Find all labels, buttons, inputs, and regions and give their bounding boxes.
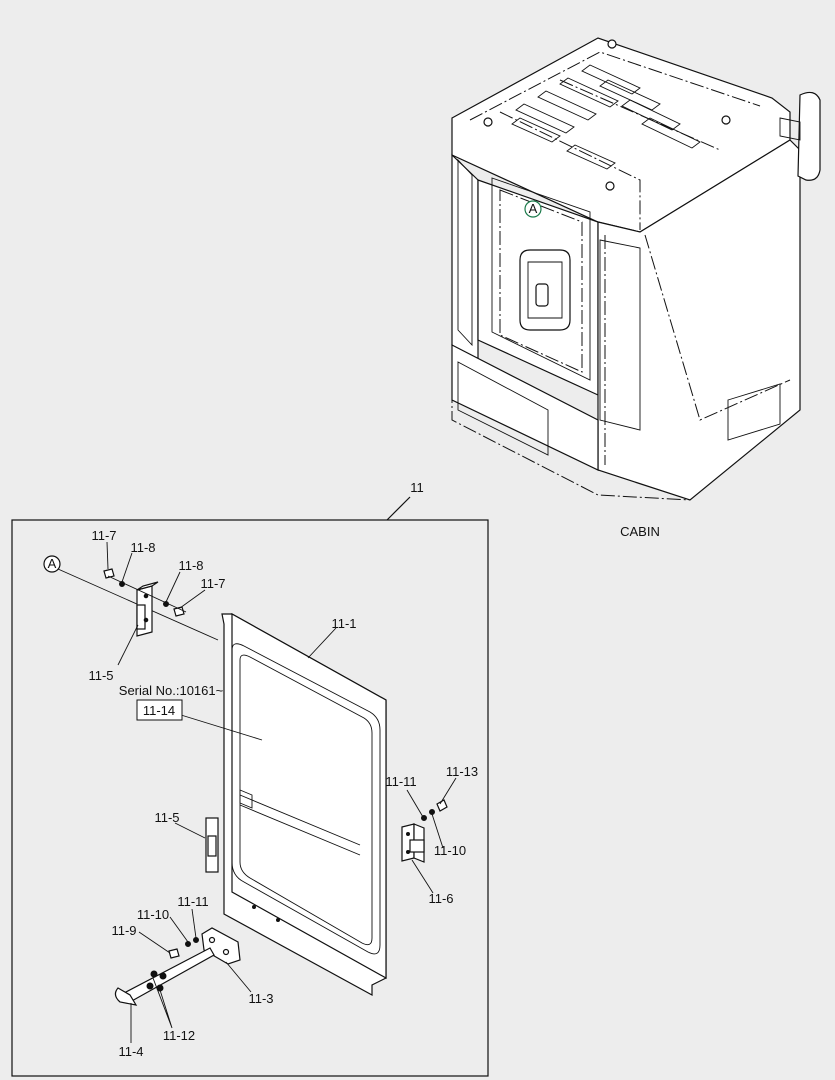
- view-marker-letter-detail: A: [48, 556, 57, 571]
- callout-11-14-box: [136, 699, 183, 721]
- callout-11-10-left: 11-10: [137, 907, 169, 922]
- callout-11-3: 11-3: [248, 991, 273, 1006]
- door-latch: [401, 823, 425, 863]
- door-panel: [221, 612, 387, 997]
- stay-bolts: [168, 937, 199, 959]
- callout-11-8-top: 11-8: [130, 540, 155, 555]
- callout-11-7-top: 11-7: [91, 528, 116, 543]
- roof-bolts: [483, 39, 731, 191]
- grab-handle: [519, 249, 571, 331]
- callout-11-11-left: 11-11: [177, 894, 208, 909]
- callout-11-12: 11-12: [163, 1028, 195, 1043]
- assembly-number: 11: [410, 480, 424, 495]
- cabin-illustration: A: [451, 37, 821, 501]
- view-marker-cabin: A: [524, 200, 542, 218]
- door-stay-bracket: [201, 927, 241, 965]
- assembly-leader: [386, 496, 411, 521]
- callout-11-11-right: 11-11: [385, 774, 416, 789]
- callout-11-1: 11-1: [331, 616, 356, 631]
- callout-11-9: 11-9: [111, 923, 136, 938]
- lower-hinge: [205, 817, 219, 873]
- callout-11-6: 11-6: [428, 891, 453, 906]
- serial-number-note: Serial No.:10161~: [119, 683, 224, 698]
- cabin-caption: CABIN: [620, 524, 660, 539]
- callout-11-8-right: 11-8: [178, 558, 203, 573]
- rear-mirror: [779, 91, 821, 181]
- callout-11-5-upper: 11-5: [88, 668, 113, 683]
- view-marker-letter: A: [529, 201, 538, 216]
- bolt-axis-line: [107, 575, 187, 613]
- callout-leaders: [106, 541, 457, 1043]
- callout-11-5-lower: 11-5: [154, 810, 179, 825]
- door-assembly-frame: [11, 519, 489, 1077]
- callout-11-13: 11-13: [446, 764, 478, 779]
- callout-11-14: 11-14: [143, 703, 175, 718]
- view-marker-detail: A: [43, 555, 61, 573]
- latch-bolts: [421, 799, 448, 821]
- hinge-bolts: [103, 568, 185, 617]
- upper-hinge: [136, 581, 159, 637]
- door-stay-rod: [114, 947, 215, 1006]
- callout-11-7-right: 11-7: [200, 576, 225, 591]
- callout-11-10-right: 11-10: [434, 843, 466, 858]
- callout-11-4: 11-4: [118, 1044, 143, 1059]
- roof-vent-slots: [511, 64, 701, 170]
